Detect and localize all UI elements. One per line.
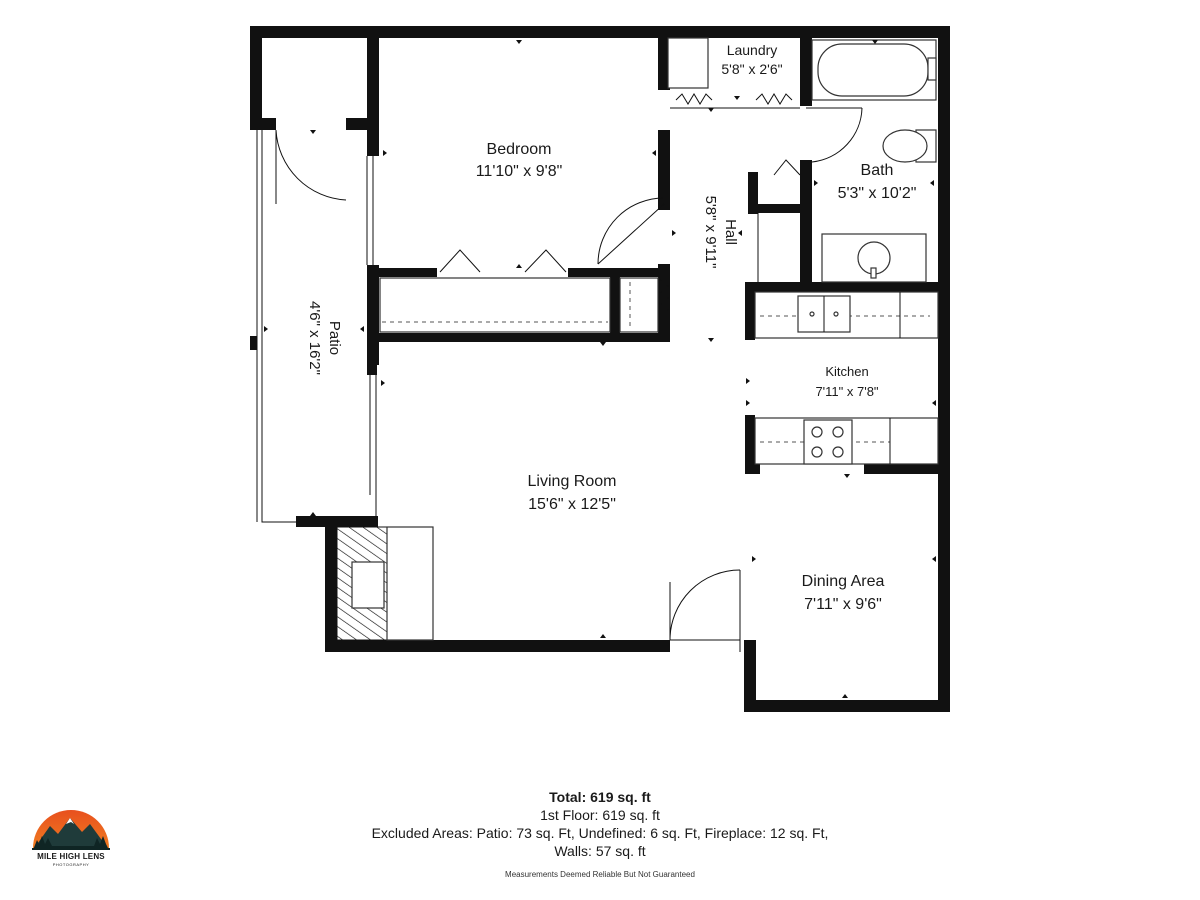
excluded-areas: Excluded Areas: Patio: 73 sq. Ft, Undefi… <box>371 825 829 841</box>
company-logo: MILE HIGH LENS PHOTOGRAPHY <box>28 804 118 870</box>
hall-dims: 5'8" x 9'11" <box>702 196 719 269</box>
walls-area: Walls: 57 sq. ft <box>554 843 646 859</box>
total-area: Total: 619 sq. ft <box>549 789 651 805</box>
interior-walls <box>367 26 950 474</box>
living-dims: 15'6" x 12'5" <box>528 496 616 513</box>
bath-fixtures <box>811 39 937 283</box>
bath-name: Bath <box>861 162 894 179</box>
dimension-markers <box>264 40 936 698</box>
exterior-walls <box>250 26 950 712</box>
laundry-dims: 5'8" x 2'6" <box>721 61 782 77</box>
closets <box>379 37 800 333</box>
patio-name: Patio <box>326 321 343 355</box>
bedroom-dims: 11'10" x 9'8" <box>476 163 563 180</box>
bath-dims: 5'3" x 10'2" <box>838 185 917 202</box>
patio-outline <box>250 130 377 523</box>
fireplace <box>336 526 434 641</box>
hall-name: Hall <box>722 219 739 245</box>
dining-dims: 7'11" x 9'6" <box>804 596 882 613</box>
floor-plan: Bedroom 11'10" x 9'8" Laundry 5'8" x 2'6… <box>250 26 950 712</box>
kitchen-name: Kitchen <box>825 364 868 379</box>
area-summary: Total: 619 sq. ft 1st Floor: 619 sq. ft … <box>0 788 1200 860</box>
mountain-sunset-icon <box>32 810 110 850</box>
disclaimer: Measurements Deemed Reliable But Not Gua… <box>505 870 695 879</box>
bedroom-name: Bedroom <box>487 141 552 158</box>
kitchen-fixtures <box>754 291 939 465</box>
laundry-name: Laundry <box>727 42 778 58</box>
kitchen-dims: 7'11" x 7'8" <box>815 384 878 399</box>
room-labels: Bedroom 11'10" x 9'8" Laundry 5'8" x 2'6… <box>306 42 916 613</box>
logo-brand-text: MILE HIGH LENS <box>37 852 105 861</box>
floor-area: 1st Floor: 619 sq. ft <box>540 807 660 823</box>
dining-name: Dining Area <box>802 573 885 590</box>
patio-dims: 4'6" x 16'2" <box>306 301 323 375</box>
logo-sub-text: PHOTOGRAPHY <box>52 862 90 867</box>
living-name: Living Room <box>528 473 617 490</box>
doors <box>275 107 863 652</box>
